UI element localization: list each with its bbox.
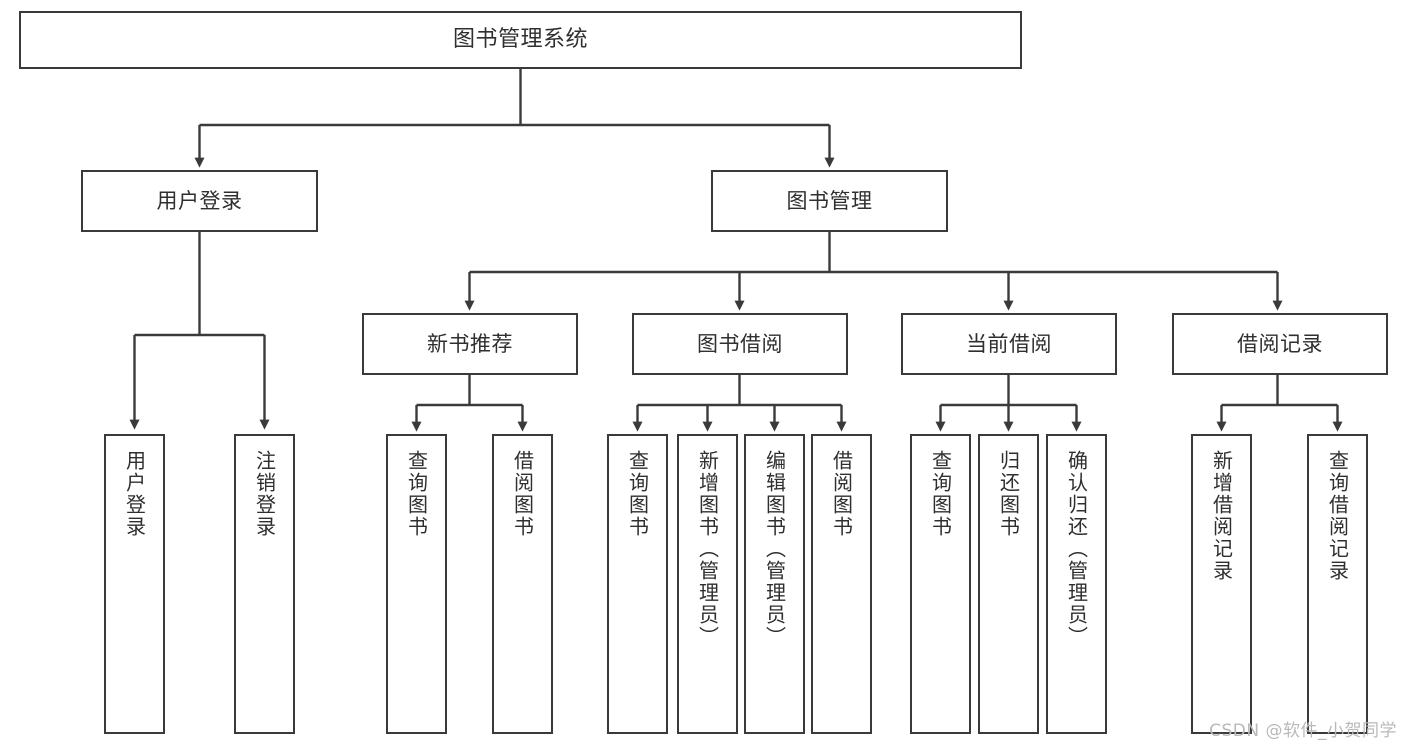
node-current-borrow[interactable]: 当前借阅 bbox=[901, 313, 1117, 375]
leaf-add-borrow-record[interactable]: 新增借阅记录 bbox=[1191, 434, 1252, 734]
node-label: 查询图书 bbox=[928, 450, 953, 538]
leaf-query-book-current[interactable]: 查询图书 bbox=[910, 434, 971, 734]
node-label: 图书管理系统 bbox=[452, 27, 588, 53]
node-label: 查询图书 bbox=[625, 450, 650, 538]
node-label: 新增借阅记录 bbox=[1209, 450, 1234, 582]
node-borrow-record[interactable]: 借阅记录 bbox=[1172, 313, 1388, 375]
node-label: 查询图书 bbox=[404, 450, 429, 538]
node-label: 用户登录 bbox=[156, 188, 243, 213]
leaf-return-book[interactable]: 归还图书 bbox=[978, 434, 1039, 734]
leaf-confirm-return-admin[interactable]: 确认归还（管理员） bbox=[1046, 434, 1107, 734]
node-label: 图书管理 bbox=[786, 188, 873, 213]
leaf-add-book-admin[interactable]: 新增图书（管理员） bbox=[677, 434, 738, 734]
leaf-logout[interactable]: 注销登录 bbox=[234, 434, 295, 734]
node-label: 借阅图书 bbox=[829, 450, 854, 538]
node-label: 注销登录 bbox=[252, 450, 277, 538]
node-label: 归还图书 bbox=[996, 450, 1021, 538]
leaf-borrow-book[interactable]: 借阅图书 bbox=[811, 434, 872, 734]
node-book-management[interactable]: 图书管理 bbox=[711, 170, 948, 232]
leaf-query-borrow-record[interactable]: 查询借阅记录 bbox=[1307, 434, 1368, 734]
node-label: 用户登录 bbox=[122, 450, 147, 538]
leaf-edit-book-admin[interactable]: 编辑图书（管理员） bbox=[744, 434, 805, 734]
node-label: 借阅记录 bbox=[1237, 331, 1323, 356]
node-label: 新书推荐 bbox=[427, 331, 513, 356]
node-book-borrow[interactable]: 图书借阅 bbox=[632, 313, 848, 375]
node-label: 当前借阅 bbox=[966, 331, 1052, 356]
leaf-borrow-book-new[interactable]: 借阅图书 bbox=[492, 434, 553, 734]
node-root-system[interactable]: 图书管理系统 bbox=[19, 11, 1022, 69]
leaf-user-login[interactable]: 用户登录 bbox=[104, 434, 165, 734]
node-label: 查询借阅记录 bbox=[1325, 450, 1350, 582]
node-label: 借阅图书 bbox=[510, 450, 535, 538]
node-label: 图书借阅 bbox=[697, 331, 783, 356]
watermark: CSDN @软件_小贺同学 bbox=[1209, 721, 1397, 741]
node-label: 确认归还（管理员） bbox=[1064, 450, 1089, 648]
node-label: 新增图书（管理员） bbox=[695, 450, 720, 648]
node-new-book-recommend[interactable]: 新书推荐 bbox=[362, 313, 578, 375]
leaf-query-book-borrow[interactable]: 查询图书 bbox=[607, 434, 668, 734]
leaf-query-book-new[interactable]: 查询图书 bbox=[386, 434, 447, 734]
node-user-login[interactable]: 用户登录 bbox=[81, 170, 318, 232]
node-label: 编辑图书（管理员） bbox=[762, 450, 787, 648]
